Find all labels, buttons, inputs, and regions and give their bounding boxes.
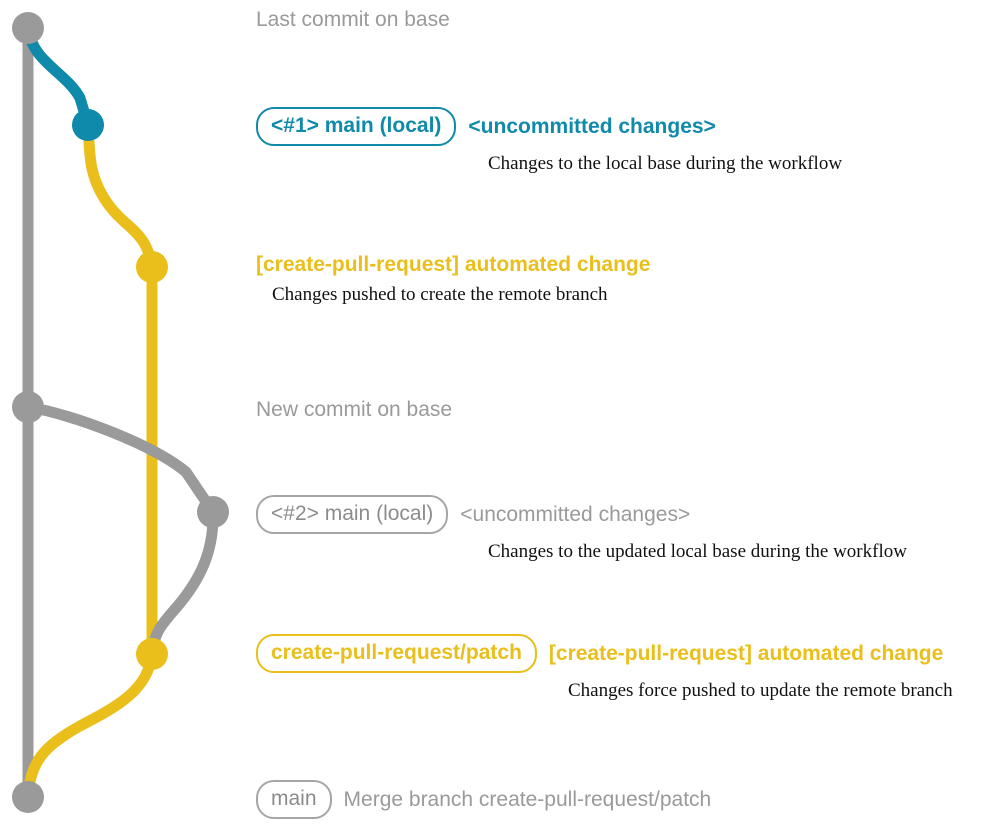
ref-line: main Merge branch create-pull-request/pa… bbox=[256, 780, 711, 819]
graph-row-new-commit: New commit on base bbox=[256, 398, 452, 422]
graph-row-last-commit: Last commit on base bbox=[256, 8, 450, 32]
graph-row-merge: main Merge branch create-pull-request/pa… bbox=[256, 780, 711, 819]
commit-node-last-commit-on-base[interactable] bbox=[12, 12, 44, 44]
ref-line: <#1> main (local) <uncommitted changes> bbox=[256, 107, 842, 146]
ref-line: create-pull-request/patch [create-pull-r… bbox=[256, 634, 953, 673]
commit-subject-last-commit-on-base: Last commit on base bbox=[256, 8, 450, 31]
commit-note-local-base-workflow: Changes to the local base during the wor… bbox=[488, 153, 843, 174]
graph-row-main-local-1: <#1> main (local) <uncommitted changes> … bbox=[256, 107, 842, 175]
commit-subject-uncommitted-changes-1: <uncommitted changes> bbox=[468, 114, 716, 138]
row-content: main Merge branch create-pull-request/pa… bbox=[256, 780, 711, 819]
commit-subject-uncommitted-changes-2: <uncommitted changes> bbox=[460, 502, 691, 526]
graph-row-main-local-2: <#2> main (local) <uncommitted changes> … bbox=[256, 495, 907, 563]
branch-chip-main-local-2[interactable]: <#2> main (local) bbox=[256, 495, 449, 534]
edge-patch2-to-merge bbox=[22, 648, 158, 803]
commit-note-pushed-create-remote-branch: Changes pushed to create the remote bran… bbox=[272, 284, 608, 305]
commit-subject-merge-branch: Merge branch create-pull-request/patch bbox=[343, 787, 712, 811]
branch-chip-main[interactable]: main bbox=[256, 780, 332, 819]
commit-subject-automated-change-1: [create-pull-request] automated change bbox=[256, 253, 651, 276]
edge-local1-to-patch1 bbox=[82, 119, 158, 273]
branch-chip-create-pull-request-patch[interactable]: create-pull-request/patch bbox=[256, 634, 537, 673]
row-content: <#2> main (local) <uncommitted changes> … bbox=[256, 495, 907, 563]
commit-node-automated-change-1[interactable] bbox=[136, 251, 168, 283]
row-content: New commit on base bbox=[256, 398, 452, 422]
row-content: [create-pull-request] automated change C… bbox=[256, 253, 650, 306]
graph-row-automated-change-2: create-pull-request/patch [create-pull-r… bbox=[256, 634, 953, 702]
graph-edges bbox=[22, 22, 219, 803]
row-content: <#1> main (local) <uncommitted changes> … bbox=[256, 107, 842, 175]
commit-note-force-pushed-update-remote-branch: Changes force pushed to update the remot… bbox=[568, 680, 953, 701]
ref-line: <#2> main (local) <uncommitted changes> bbox=[256, 495, 907, 534]
branch-chip-main-local-1[interactable]: <#1> main (local) bbox=[256, 107, 457, 146]
row-content: create-pull-request/patch [create-pull-r… bbox=[256, 634, 953, 702]
commit-node-automated-change-2[interactable] bbox=[136, 638, 168, 670]
graph-nodes bbox=[12, 12, 229, 813]
edge-base-to-local1 bbox=[22, 22, 94, 131]
graph-row-automated-change-1: [create-pull-request] automated change C… bbox=[256, 253, 650, 306]
edge-local2-to-patch2 bbox=[146, 506, 219, 660]
commit-subject-automated-change-2: [create-pull-request] automated change bbox=[548, 641, 944, 665]
commit-node-new-commit-on-base[interactable] bbox=[12, 391, 44, 423]
commit-node-merge[interactable] bbox=[12, 781, 44, 813]
ref-line: [create-pull-request] automated change bbox=[256, 253, 650, 277]
commit-node-main-local-2[interactable] bbox=[197, 496, 229, 528]
commit-node-main-local-1[interactable] bbox=[72, 109, 104, 141]
commit-note-updated-local-base-workflow: Changes to the updated local base during… bbox=[488, 541, 907, 562]
edge-basenew-to-local2 bbox=[22, 401, 219, 518]
row-content: Last commit on base bbox=[256, 8, 450, 32]
commit-subject-new-commit-on-base: New commit on base bbox=[256, 398, 453, 421]
